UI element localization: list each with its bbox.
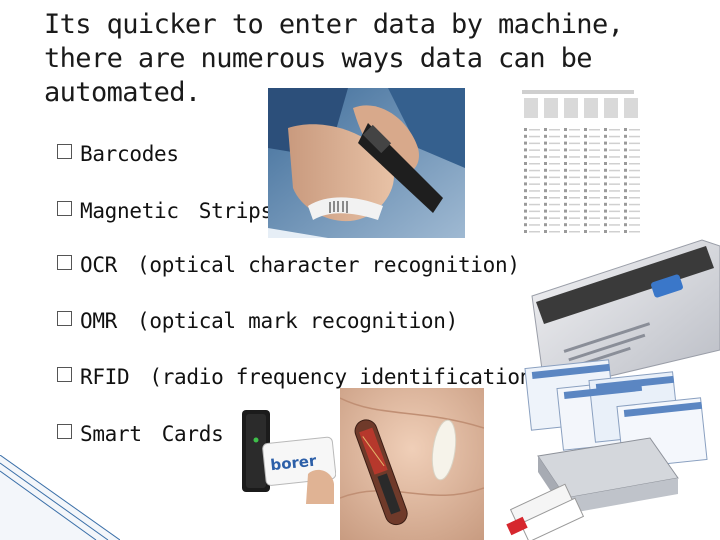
checkbox-square-icon [57,200,72,216]
rfid-chip-image [340,388,484,540]
bullet-item-barcodes: Barcodes [57,142,179,174]
bullet-item-omr: OMR (optical mark recognition) [57,309,458,341]
title-line-1: Its quicker to enter data by machine, [44,9,624,40]
bullet-detail: (radio frequency identification) [149,365,545,389]
bullet-detail: (optical mark recognition) [137,309,458,333]
omr-sheet-image [512,88,644,238]
checkbox-square-icon [57,310,72,326]
bullet-term: OCR [80,253,118,277]
slide-title: Its quicker to enter data by machine, th… [44,8,644,110]
title-line-2: there are numerous ways data can be [44,43,593,74]
bullet-term: Magnetic [80,199,179,223]
corner-decoration [0,455,120,540]
ocr-scanner-image [506,359,708,540]
bullet-item-smart-cards: Smart Cards [57,422,224,454]
bullet-term: Smart [80,422,142,446]
bullet-detail: Strips [198,199,273,223]
checkbox-square-icon [57,366,72,382]
bullet-detail: (optical character recognition) [137,253,520,277]
bullet-term: RFID [80,365,130,389]
bullet-term: OMR [80,309,118,333]
bullet-item-rfid: RFID (radio frequency identification) [57,365,545,397]
title-line-3: automated. [44,77,201,108]
magnetic-stripe-card-image [531,239,720,388]
bullet-detail: Cards [161,422,224,446]
barcode-scanner-photo [268,88,465,238]
bullet-item-magnetic-strips: Magnetic Strips [57,199,273,231]
checkbox-square-icon [57,143,72,159]
checkbox-square-icon [57,423,72,439]
smart-card-reader-image: borer [236,404,336,504]
checkbox-square-icon [57,254,72,270]
bullet-term: Barcodes [80,142,179,166]
bullet-item-ocr: OCR (optical character recognition) [57,253,520,285]
card-logo-text: borer [270,452,318,475]
